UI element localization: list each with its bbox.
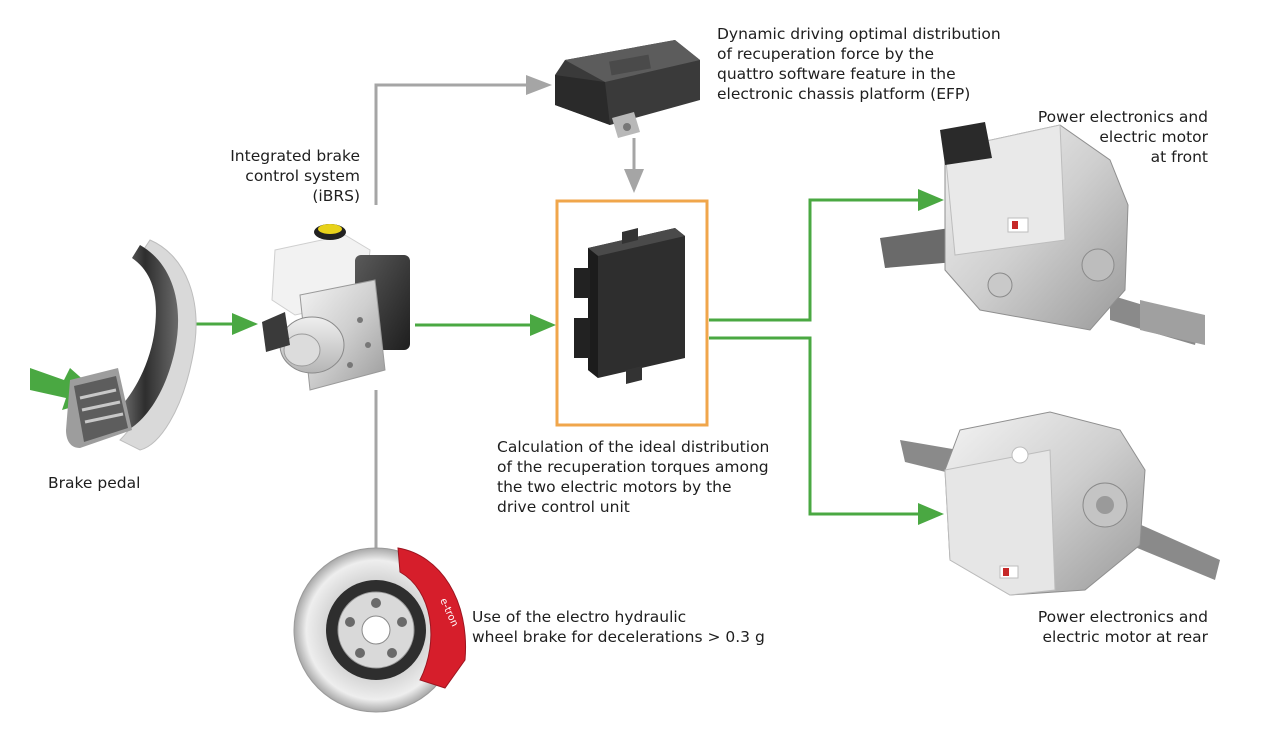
gray-connectors xyxy=(374,75,644,550)
drive-control-calculation-label: Calculation of the ideal distribution of… xyxy=(497,438,770,516)
front-motor-label: Power electronics and electric motor at … xyxy=(1037,108,1208,166)
ibrs-unit-image xyxy=(262,224,410,391)
line-to-rear-motor xyxy=(709,336,920,516)
rear-motor-label: Power electronics and electric motor at … xyxy=(1037,608,1208,646)
rear-motor-image xyxy=(900,411,1220,596)
drive-control-unit-image xyxy=(574,228,685,384)
wheel-brake-label: Use of the electro hydraulic wheel brake… xyxy=(472,608,765,646)
drive-control-unit-highlight-box xyxy=(555,199,709,427)
arrowhead-to-front-motor xyxy=(918,189,944,211)
wheel-brake-image xyxy=(293,547,467,713)
arrowhead-ibrs-to-control-unit xyxy=(530,314,556,336)
brake-pedal-label: Brake pedal xyxy=(48,474,141,492)
efp-module-image xyxy=(555,40,700,138)
front-motor-image xyxy=(880,122,1205,345)
line-to-front-motor xyxy=(709,198,920,322)
ibrs-label: Integrated brake control system (iBRS) xyxy=(230,147,360,205)
brake-pedal-image xyxy=(66,239,197,451)
arrowhead-to-efp xyxy=(526,75,552,95)
arrowhead-to-rear-motor xyxy=(918,503,944,525)
arrowhead-to-control-unit xyxy=(624,169,644,193)
arrowhead-pedal-to-ibrs xyxy=(232,313,258,335)
efp-label: Dynamic driving optimal distribution of … xyxy=(717,25,1001,103)
